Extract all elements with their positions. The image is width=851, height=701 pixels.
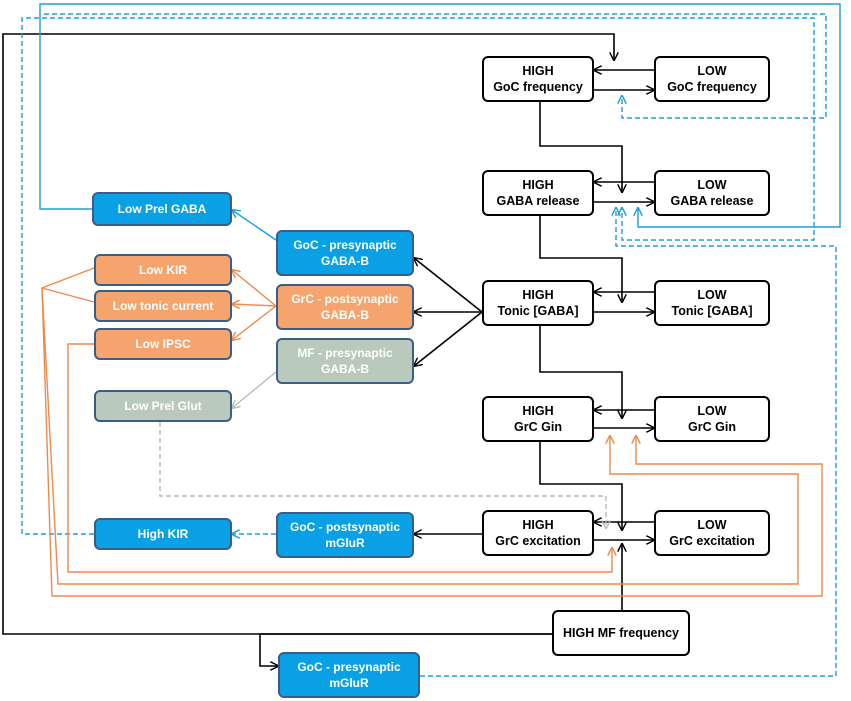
node-mf-presynaptic-gabab: MF - presynaptic GABA-B (276, 338, 414, 384)
goc-freq-drives-gaba-release (539, 102, 622, 192)
node-goc-presynaptic-mglur: GoC - presynaptic mGluR (278, 652, 420, 698)
node-low-grc-gin: LOW GrC Gin (654, 396, 770, 442)
node-low-goc-frequency: LOW GoC frequency (654, 56, 770, 102)
high-kir-feedback-loop (21, 17, 815, 535)
node-low-tonic-current: Low tonic current (94, 290, 232, 322)
goc-presyn-gabab-to-low-prel-gaba (232, 210, 277, 241)
tonic-drives-gin (539, 324, 622, 418)
node-high-gaba-release: HIGH GABA release (482, 170, 594, 216)
node-goc-postsynaptic-mglur: GoC - postsynaptic mGluR (276, 512, 414, 558)
low-prel-gaba-to-goc-freq (39, 3, 841, 228)
tonic-to-goc-presyn-gabab (414, 258, 483, 313)
node-high-mf-frequency: HIGH MF frequency (552, 610, 690, 656)
node-high-tonic-gaba: HIGH Tonic [GABA] (482, 280, 594, 326)
node-high-goc-frequency: HIGH GoC frequency (482, 56, 594, 102)
node-low-prel-glut: Low Prel Glut (94, 390, 232, 422)
grc-gabab-to-low-kir (232, 270, 277, 307)
node-high-grc-excitation: HIGH GrC excitation (482, 510, 594, 556)
mf-to-presynaptic-mglur (259, 633, 556, 666)
node-goc-presynaptic-gabab: GoC - presynaptic GABA-B (276, 230, 414, 276)
low-prel-glut-to-excitation (159, 422, 606, 528)
node-low-ipsc: Low IPSC (94, 328, 232, 360)
node-high-kir: High KIR (94, 518, 232, 550)
grc-gabab-to-low-tonic-current (232, 304, 277, 306)
gin-drives-excitation (539, 440, 622, 530)
node-low-grc-excitation: LOW GrC excitation (654, 510, 770, 556)
node-low-gaba-release: LOW GABA release (654, 170, 770, 216)
mglur-loop-goc-frequency (44, 13, 827, 119)
node-grc-postsynaptic-gabab: GrC - postsynaptic GABA-B (276, 284, 414, 330)
node-low-prel-gaba: Low Prel GABA (92, 192, 232, 226)
presyn-mglur-to-gaba-release (420, 208, 837, 677)
mf-to-goc-frequency (2, 33, 614, 635)
node-low-kir: Low KIR (94, 254, 232, 286)
grc-gabab-to-low-ipsc (232, 305, 277, 340)
mf-gabab-to-low-prel-glut (232, 371, 277, 408)
low-tonic-current-to-grc-excitation (41, 287, 799, 585)
tonic-to-mf-presyn-gabab (414, 311, 483, 366)
gaba-release-drives-tonic (539, 214, 622, 302)
low-ipsc-to-grc-excitation (67, 343, 612, 573)
node-high-grc-gin: HIGH GrC Gin (482, 396, 594, 442)
node-low-tonic-gaba: LOW Tonic [GABA] (654, 280, 770, 326)
